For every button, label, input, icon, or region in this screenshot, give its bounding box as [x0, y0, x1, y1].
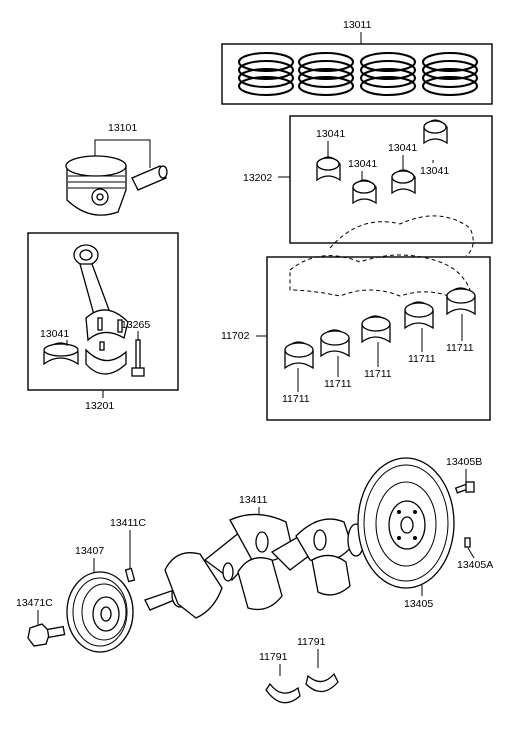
connecting-rod-cap-icon	[85, 341, 127, 375]
label-flywheel: 13405	[404, 598, 433, 610]
main-bearing-set-group: 11702 11711 11711 11711 11711	[221, 254, 491, 421]
piston-ring-2	[298, 52, 354, 96]
bearing-shell-a1-icon	[316, 156, 341, 182]
bearing-shell-a4-icon	[423, 119, 448, 145]
label-bearing-a2: 13041	[348, 158, 377, 170]
crank-pulley-icon	[66, 571, 134, 653]
flywheel-icon	[357, 457, 455, 589]
label-thrust-washer-2: 11791	[297, 636, 326, 648]
label-pulley-bolt: 13471C	[16, 597, 53, 609]
connecting-rod-group: 13041 13265 13201	[27, 232, 179, 412]
thrust-washer-1-icon	[265, 682, 301, 704]
label-piston: 13101	[108, 122, 137, 134]
main-bearing-1-icon	[284, 341, 314, 370]
connecting-rod-icon	[73, 244, 129, 342]
label-main-bearing-set: 11702	[221, 330, 250, 342]
crankshaft-icon	[144, 513, 365, 619]
conrod-bearing-icon	[43, 342, 79, 366]
label-conrod: 13201	[85, 400, 114, 412]
piston-ring-3	[360, 52, 416, 96]
label-mb4: 11711	[408, 353, 436, 365]
label-pulley: 13407	[75, 545, 104, 557]
piston-ring-4	[422, 52, 478, 96]
bearing-shell-a2-icon	[352, 179, 377, 205]
crankshaft-group: 13411 13411C	[110, 494, 365, 619]
crank-phantom-outline	[329, 215, 474, 257]
bearing-shell-a3-icon	[391, 169, 416, 195]
label-key: 13411C	[110, 517, 146, 529]
flywheel-pin-icon	[464, 537, 471, 548]
thrust-washer-group: 11791 11791	[259, 636, 339, 704]
label-mb5: 11711	[446, 342, 474, 354]
label-bearing-a4: 13041	[420, 165, 449, 177]
main-bearing-5-icon	[446, 287, 476, 316]
label-mb3: 11711	[364, 368, 392, 380]
label-mb2: 11711	[324, 378, 352, 390]
crank-key-icon	[124, 567, 136, 583]
flywheel-group: 13405B 13405A 13405	[357, 456, 493, 610]
main-bearing-3-icon	[361, 315, 391, 344]
pulley-bolt-icon	[27, 623, 66, 647]
upper-bearing-set-group: 13202 13041 13041 13041 13041	[243, 115, 493, 244]
piston-group: 13101	[65, 122, 168, 216]
label-ring-set: 13011	[343, 19, 372, 31]
main-bearing-4-icon	[404, 301, 434, 330]
piston-ring-set-group: 13011	[221, 19, 493, 105]
piston-icon	[65, 155, 127, 216]
thrust-washer-2-icon	[305, 672, 339, 693]
label-conrod-bolt: 13265	[121, 319, 150, 331]
ring-set-box	[221, 43, 493, 105]
piston-pin-icon	[131, 165, 168, 191]
label-flywheel-bolt: 13405B	[446, 456, 482, 468]
piston-ring-1	[238, 52, 294, 96]
label-bearing-a3: 13041	[388, 142, 417, 154]
label-bearing-a1: 13041	[316, 128, 345, 140]
label-conrod-bearing: 13041	[40, 328, 69, 340]
leader-piston	[94, 139, 151, 168]
upper-bearing-set-box	[289, 115, 493, 244]
conrod-bolt-icon	[131, 339, 145, 377]
label-bearing-set: 13202	[243, 172, 272, 184]
label-crankshaft: 13411	[239, 494, 268, 506]
main-bearing-2-icon	[320, 329, 350, 358]
label-flywheel-pin: 13405A	[457, 559, 493, 571]
pulley-group: 13407 13471C	[16, 545, 134, 653]
label-thrust-washer-1: 11791	[259, 651, 288, 663]
label-mb1: 11711	[282, 393, 310, 405]
flywheel-bolt-icon	[454, 481, 475, 494]
crank-phantom-in-box	[289, 254, 471, 301]
